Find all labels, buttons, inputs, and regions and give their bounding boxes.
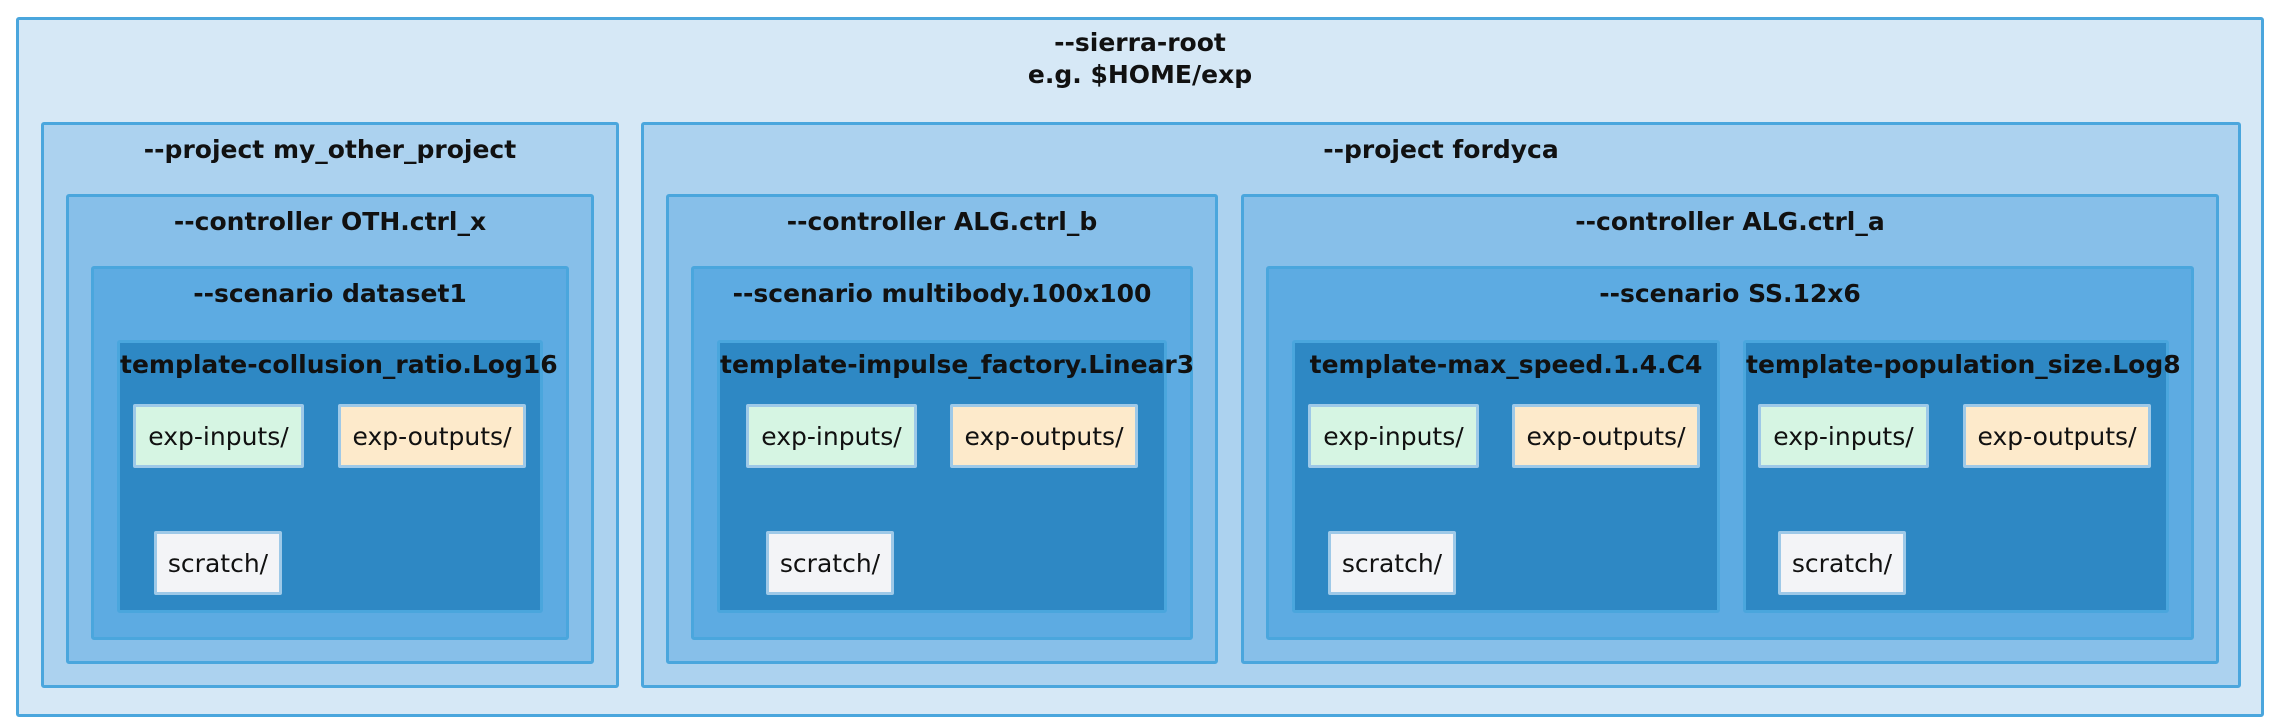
project-label: --project fordyca (1323, 135, 1559, 164)
exp-outputs-folder[interactable]: exp-outputs/ (1963, 404, 2151, 468)
scenario-label: --scenario multibody.100x100 (732, 279, 1152, 308)
template-label: template-impulse_factory.Linear3 (720, 350, 1195, 379)
exp-outputs-folder[interactable]: exp-outputs/ (950, 404, 1138, 468)
sierra-root-example: e.g. $HOME/exp (1027, 60, 1253, 89)
template-label: template-max_speed.1.4.C4 (1309, 350, 1703, 379)
exp-inputs-folder[interactable]: exp-inputs/ (1308, 404, 1479, 468)
scenario-label: --scenario dataset1 (193, 279, 467, 308)
scenario-label: --scenario SS.12x6 (1599, 279, 1861, 308)
template-impulse-factory: template-impulse_factory.Linear3 (717, 340, 1195, 613)
scratch-folder[interactable]: scratch/ (1778, 531, 1906, 595)
template-label: template-collusion_ratio.Log16 (120, 350, 558, 379)
controller-label: --controller OTH.ctrl_x (173, 207, 487, 236)
exp-inputs-folder[interactable]: exp-inputs/ (746, 404, 917, 468)
controller-label: --controller ALG.ctrl_a (1575, 207, 1885, 236)
template-label: template-population_size.Log8 (1746, 350, 2181, 379)
exp-inputs-folder[interactable]: exp-inputs/ (1758, 404, 1929, 468)
exp-outputs-folder[interactable]: exp-outputs/ (338, 404, 526, 468)
scratch-folder[interactable]: scratch/ (154, 531, 282, 595)
project-label: --project my_other_project (143, 135, 517, 164)
scratch-folder[interactable]: scratch/ (1328, 531, 1456, 595)
sierra-root-label: --sierra-root (1054, 28, 1226, 57)
scratch-folder[interactable]: scratch/ (766, 531, 894, 595)
exp-inputs-folder[interactable]: exp-inputs/ (133, 404, 304, 468)
exp-outputs-folder[interactable]: exp-outputs/ (1512, 404, 1700, 468)
controller-label: --controller ALG.ctrl_b (786, 207, 1098, 236)
